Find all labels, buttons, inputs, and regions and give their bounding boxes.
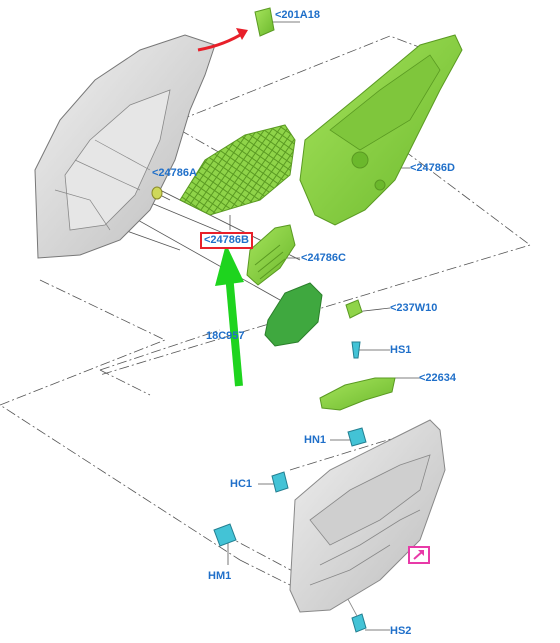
- fastener-hn1: [347, 427, 367, 447]
- label-237w10[interactable]: <237W10: [390, 302, 438, 314]
- part-24786b-mesh: [179, 124, 296, 216]
- label-24786b[interactable]: <24786B: [200, 232, 253, 249]
- label-hs2[interactable]: HS2: [390, 625, 412, 637]
- fastener-hm1: [213, 523, 237, 547]
- label-hc1[interactable]: HC1: [230, 478, 253, 490]
- green-arrow: [215, 244, 244, 387]
- red-arrowhead: [236, 28, 248, 40]
- door-frame-shell: [34, 34, 216, 259]
- label-201a18[interactable]: <201A18: [275, 9, 320, 21]
- part-24786c: [246, 224, 296, 286]
- part-22634: [319, 377, 396, 411]
- label-hn1[interactable]: HN1: [304, 434, 327, 446]
- label-24786c[interactable]: <24786C: [301, 252, 346, 264]
- fastener-hs1: [351, 341, 361, 359]
- label-24786a[interactable]: <24786A: [152, 167, 197, 179]
- label-hs1[interactable]: HS1: [390, 344, 412, 356]
- fastener-hc1: [271, 471, 289, 493]
- part-24786d-panel: [299, 34, 463, 226]
- external-link-icon[interactable]: [408, 546, 430, 564]
- part-201a18: [254, 7, 275, 37]
- part-237w10: [345, 299, 363, 319]
- part-24786a: [151, 186, 163, 200]
- door-trim-panel: [289, 419, 446, 613]
- red-arrow: [197, 30, 246, 52]
- label-hm1[interactable]: HM1: [208, 570, 232, 582]
- label-22634[interactable]: <22634: [419, 372, 457, 384]
- label-24786d[interactable]: <24786D: [410, 162, 455, 174]
- label-18c957[interactable]: 18C957: [206, 330, 245, 342]
- arrow-out-icon: [413, 550, 424, 560]
- part-18c957: [264, 282, 323, 347]
